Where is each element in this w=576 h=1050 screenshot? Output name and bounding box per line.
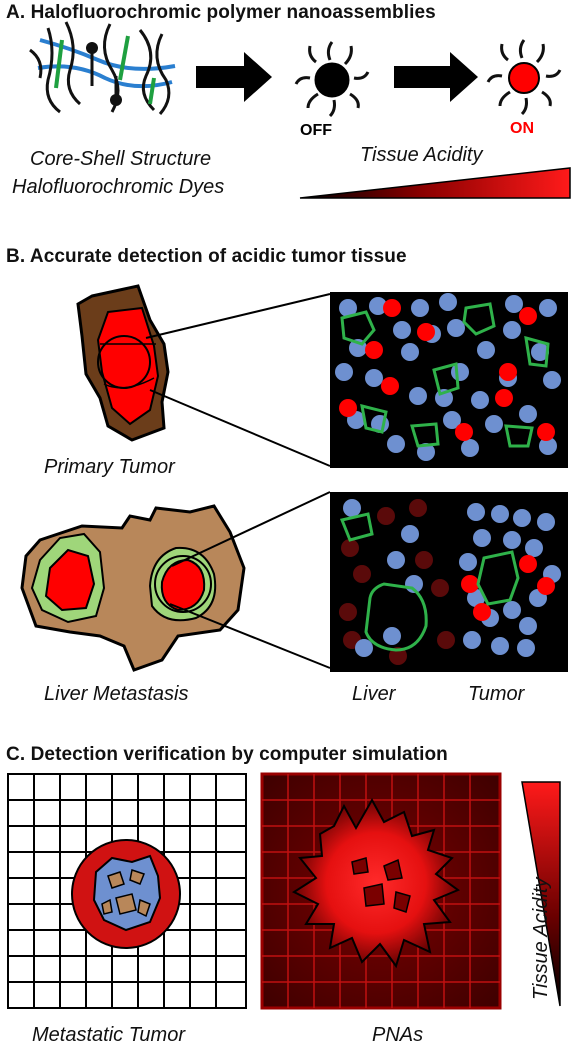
arrow-right-icon bbox=[394, 52, 478, 102]
primary-zoom-cells bbox=[335, 293, 561, 461]
metastatic-tumor-label: Metastatic Tumor bbox=[32, 1024, 185, 1046]
primary-tumor-label: Primary Tumor bbox=[44, 456, 175, 478]
tissue-acidity-label-c: Tissue Acidity bbox=[530, 877, 552, 1000]
tissue-acidity-label-a: Tissue Acidity bbox=[360, 144, 483, 166]
liver-metastasis-label: Liver Metastasis bbox=[44, 683, 189, 705]
nanoassembly-on-icon bbox=[486, 39, 562, 116]
off-label: OFF bbox=[300, 122, 332, 139]
tumor-label: Tumor bbox=[468, 683, 525, 705]
panel-b-heading: B. Accurate detection of acidic tumor ti… bbox=[6, 246, 407, 267]
caption-dyes: Halofluorochromic Dyes bbox=[12, 176, 225, 198]
primary-tumor bbox=[76, 284, 170, 442]
pnas-simulation-grid bbox=[260, 772, 502, 1010]
panel-a-heading: A. Halofluorochromic polymer nanoassembl… bbox=[6, 2, 436, 23]
arrow-right-icon bbox=[196, 52, 272, 102]
liver-metastasis bbox=[20, 504, 246, 672]
on-label: ON bbox=[510, 120, 534, 137]
panel-c-heading: C. Detection verification by computer si… bbox=[6, 744, 448, 765]
liver-label: Liver bbox=[352, 683, 396, 705]
caption-core-shell: Core-Shell Structure bbox=[30, 148, 212, 170]
metastatic-tumor-grid bbox=[7, 773, 247, 1009]
nanoassembly-off-icon bbox=[294, 41, 370, 118]
acidity-gradient-wedge bbox=[299, 167, 571, 199]
polymer-assembly bbox=[29, 21, 176, 115]
pnas-label: PNAs bbox=[372, 1024, 424, 1046]
liver-zoom-cells bbox=[339, 499, 561, 665]
acidity-gradient-wedge-vertical bbox=[521, 781, 561, 1007]
